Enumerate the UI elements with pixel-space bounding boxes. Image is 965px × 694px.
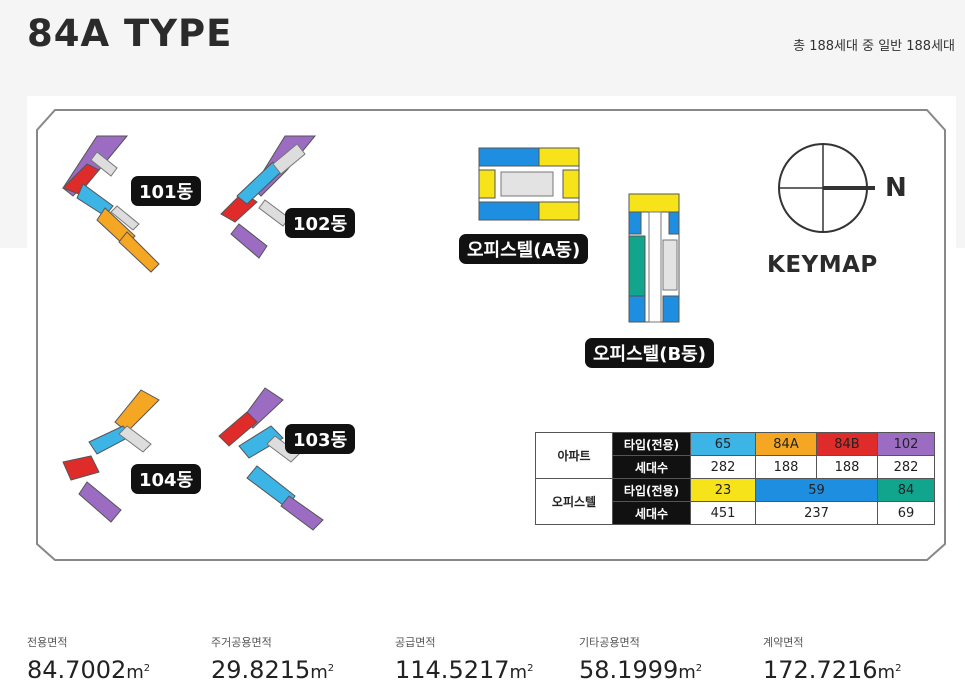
label-office-b: 오피스텔(B동) bbox=[585, 338, 714, 368]
area-label: 기타공용면적 bbox=[579, 636, 640, 649]
legend-office-count: 237 bbox=[755, 501, 878, 525]
legend-office-type: 23 bbox=[690, 478, 756, 502]
building-office-b bbox=[628, 193, 680, 323]
keymap-label: KEYMAP bbox=[767, 252, 878, 278]
legend-office-group: 오피스텔 bbox=[535, 478, 613, 525]
compass-north-label: N bbox=[885, 173, 907, 203]
legend-office-count: 69 bbox=[877, 501, 935, 525]
building-102 bbox=[220, 135, 317, 259]
legend-office-type: 84 bbox=[877, 478, 935, 502]
legend-office-count-header: 세대수 bbox=[612, 501, 691, 525]
building-office-a bbox=[478, 147, 580, 221]
unit-type-legend: 아파트 타입(전용) 65 84A 84B 102 세대수 282 188 18… bbox=[535, 432, 935, 525]
building-104 bbox=[62, 389, 160, 523]
site-boundary bbox=[36, 109, 946, 561]
legend-apt-type: 84A bbox=[755, 432, 817, 456]
legend-office-count: 451 bbox=[690, 501, 756, 525]
label-104: 104동 bbox=[131, 464, 202, 494]
building-103 bbox=[218, 387, 324, 531]
area-value: 84.7002m2 bbox=[27, 656, 151, 684]
legend-apt-group: 아파트 bbox=[535, 432, 613, 479]
area-summary: 전용면적 84.7002m2 주거공용면적 29.8215m2 공급면적 114… bbox=[27, 634, 957, 686]
area-exclusive: 전용면적 84.7002m2 bbox=[27, 634, 150, 684]
area-value: 29.8215m2 bbox=[211, 656, 335, 684]
legend-apt-count-header: 세대수 bbox=[612, 455, 691, 479]
area-contract: 계약면적 172.7216m2 bbox=[763, 634, 901, 684]
area-label: 전용면적 bbox=[27, 636, 68, 649]
legend-office-type: 59 bbox=[755, 478, 878, 502]
area-value: 172.7216m2 bbox=[763, 656, 902, 684]
legend-apt-type: 102 bbox=[877, 432, 935, 456]
label-101: 101동 bbox=[131, 176, 202, 206]
site-plan: N bbox=[36, 109, 946, 561]
label-office-a: 오피스텔(A동) bbox=[459, 234, 589, 264]
area-label: 주거공용면적 bbox=[211, 636, 272, 649]
building-101 bbox=[62, 135, 160, 273]
compass bbox=[778, 143, 875, 233]
household-count: 총 188세대 중 일반 188세대 bbox=[793, 39, 955, 54]
legend-apt-count: 282 bbox=[690, 455, 756, 479]
area-label: 공급면적 bbox=[395, 636, 436, 649]
area-residential-common: 주거공용면적 29.8215m2 bbox=[211, 634, 334, 684]
legend-apt-type-header: 타입(전용) bbox=[612, 432, 691, 456]
legend-office-type-header: 타입(전용) bbox=[612, 478, 691, 502]
label-102: 102동 bbox=[285, 208, 356, 238]
legend-apt-type: 65 bbox=[690, 432, 756, 456]
label-103: 103동 bbox=[285, 424, 356, 454]
area-value: 58.1999m2 bbox=[579, 656, 703, 684]
area-label: 계약면적 bbox=[763, 636, 804, 649]
legend-apt-count: 188 bbox=[816, 455, 878, 479]
area-other-common: 기타공용면적 58.1999m2 bbox=[579, 634, 702, 684]
legend-apt-count: 188 bbox=[755, 455, 817, 479]
unit-type-title: 84A TYPE bbox=[27, 12, 233, 55]
area-supply: 공급면적 114.5217m2 bbox=[395, 634, 533, 684]
legend-apt-type: 84B bbox=[816, 432, 878, 456]
legend-apt-count: 282 bbox=[877, 455, 935, 479]
keymap-panel: N 101동 102동 오피스텔(A동) 오피스텔(B동) 103동 104동 … bbox=[27, 96, 956, 580]
area-value: 114.5217m2 bbox=[395, 656, 534, 684]
